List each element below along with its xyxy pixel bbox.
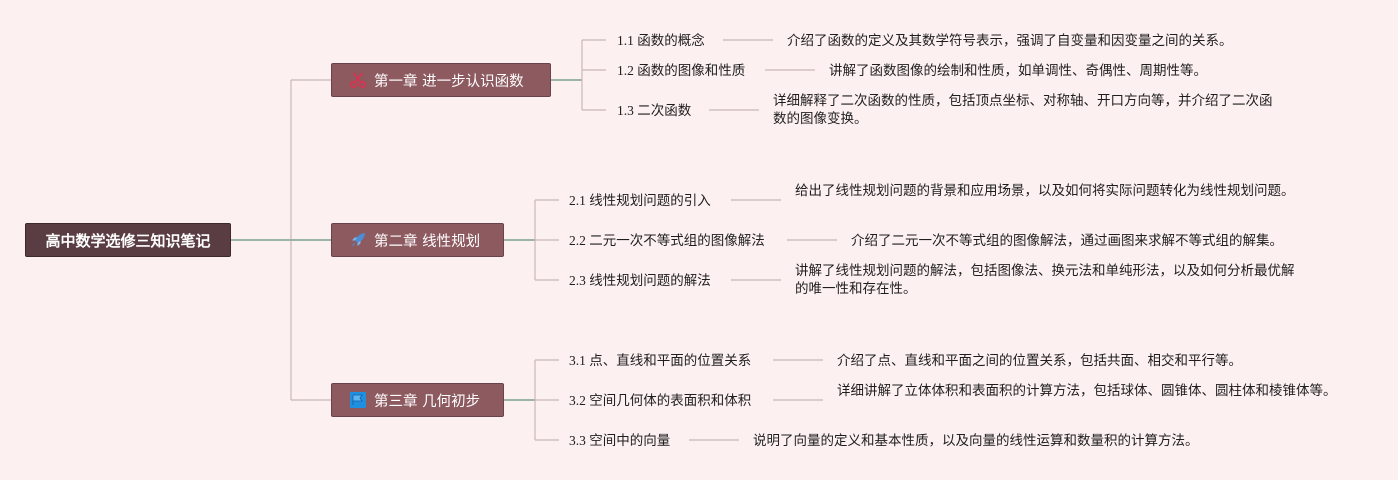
chapter-1-label: 第一章 进一步认识函数 (374, 73, 524, 90)
topic-2-1-desc: 给出了线性规划问题的背景和应用场景，以及如何将实际问题转化为线性规划问题。 (795, 183, 1295, 198)
chapter-3-label: 第三章 几何初步 (374, 393, 481, 410)
chapter-node-3[interactable]: 第三章 几何初步 (331, 383, 504, 417)
topic-2-3[interactable]: 2.3 线性规划问题的解法 (569, 273, 711, 288)
topic-2-2[interactable]: 2.2 二元一次不等式组的图像解法 (569, 233, 765, 248)
chapter-2-label: 第二章 线性规划 (374, 233, 481, 250)
chapter-node-1[interactable]: 第一章 进一步认识函数 (331, 63, 551, 97)
topic-1-2-desc: 讲解了函数图像的绘制和性质，如单调性、奇偶性、周期性等。 (829, 63, 1207, 78)
chapter-node-2[interactable]: 第二章 线性规划 (331, 223, 504, 257)
topic-3-1-desc: 介绍了点、直线和平面之间的位置关系，包括共面、相交和平行等。 (837, 353, 1242, 368)
root-node[interactable]: 高中数学选修三知识笔记 (25, 223, 231, 257)
topic-1-2[interactable]: 1.2 函数的图像和性质 (617, 63, 746, 78)
topic-2-1[interactable]: 2.1 线性规划问题的引入 (569, 193, 711, 208)
flag-icon (348, 390, 368, 410)
topic-3-3-desc: 说明了向量的定义和基本性质，以及向量的线性运算和数量积的计算方法。 (753, 433, 1199, 448)
root-node-label: 高中数学选修三知识笔记 (45, 231, 211, 250)
topic-3-3[interactable]: 3.3 空间中的向量 (569, 433, 671, 448)
scissors-icon (348, 70, 368, 90)
topic-1-1-desc: 介绍了函数的定义及其数学符号表示，强调了自变量和因变量之间的关系。 (787, 33, 1233, 48)
rocket-icon (348, 230, 368, 250)
topic-1-3[interactable]: 1.3 二次函数 (617, 103, 692, 118)
topic-2-3-desc: 讲解了线性规划问题的解法，包括图像法、换元法和单纯形法，以及如何分析最优解的唯一… (795, 263, 1295, 296)
topic-2-2-desc: 介绍了二元一次不等式组的图像解法，通过画图来求解不等式组的解集。 (851, 233, 1283, 248)
topic-3-1[interactable]: 3.1 点、直线和平面的位置关系 (569, 353, 752, 368)
topic-3-2[interactable]: 3.2 空间几何体的表面积和体积 (569, 393, 752, 408)
topic-1-3-desc: 详细解释了二次函数的性质，包括顶点坐标、对称轴、开口方向等，并介绍了二次函数的图… (773, 93, 1273, 126)
topic-3-2-desc: 详细讲解了立体体积和表面积的计算方法，包括球体、圆锥体、圆柱体和棱锥体等。 (837, 383, 1337, 398)
topic-1-1[interactable]: 1.1 函数的概念 (617, 33, 705, 48)
